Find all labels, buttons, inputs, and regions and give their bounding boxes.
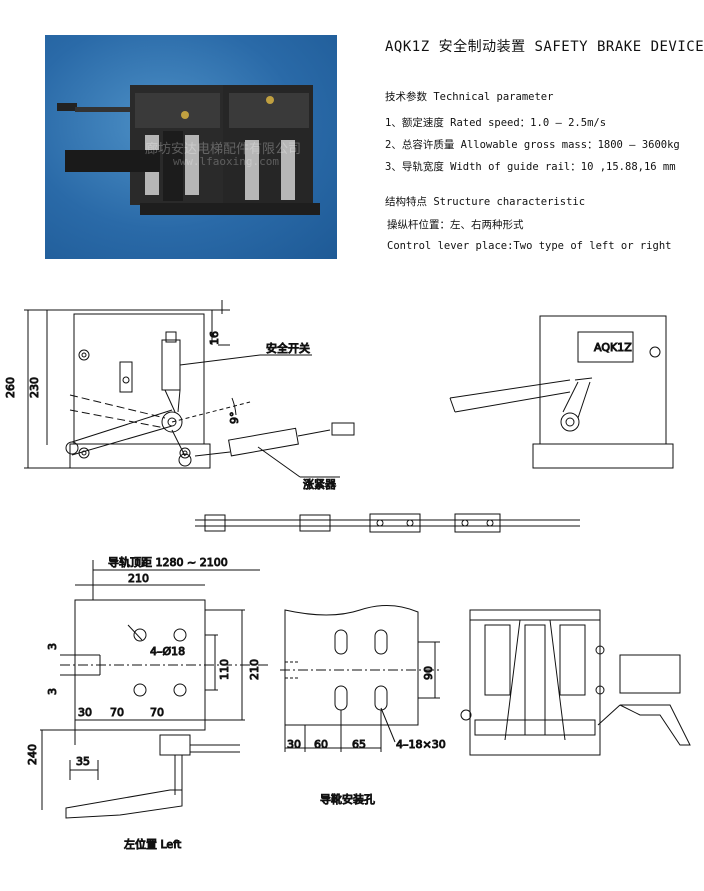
mount-dim-60: 60 [314,738,328,751]
dim-110: 110 [218,659,231,680]
mount-holes-callout: 4–18×30 [396,738,446,751]
param-item: 1、额定速度 Rated speed：1.0 – 2.5m/s [385,117,607,129]
product-photo: 廊坊安达电梯配件有限公司 www.lfaoxing.com [45,35,337,259]
dim-260: 260 [4,377,17,398]
rod-assembly [195,513,580,533]
page-title: AQK1Z 安全制动装置 SAFETY BRAKE DEVICE [385,39,704,55]
label-safety-switch: 安全开关 [266,341,310,355]
params-heading: 技术参数 Technical parameter [385,91,554,103]
plate-label: AQK1Z [594,341,632,354]
structure-line-en: Control lever place:Two type of left or … [387,240,672,252]
mount-dim-30: 30 [287,738,301,751]
rail-span: 导轨顶距 1280 ~ 2100 [108,555,228,569]
front-view-right [449,315,674,469]
dim-16: 16 [208,331,221,345]
dim-210-top: 210 [128,572,149,585]
brake-device-illustration [57,85,320,215]
dim-70-b: 70 [150,706,164,719]
front-view-left [24,300,355,478]
plan-view-left [40,560,270,819]
mounting-holes-view [280,605,440,752]
watermark-url: www.lfaoxing.com [173,155,279,168]
dim-240: 240 [26,744,39,765]
angle-9: 9° [228,412,241,425]
param-item: 2、总容许质量 Allowable gross mass：1800 – 3600… [385,139,680,151]
holes-callout: 4–Ø18 [150,645,185,658]
dim-35: 35 [76,755,90,768]
dim-70-a: 70 [110,706,124,719]
param-item: 3、导轨宽度 Width of guide rail：10 ,15.88,16 … [385,161,676,173]
caption-mount-holes: 导靴安装孔 [320,792,375,806]
label-tensioner: 涨紧器 [303,478,336,491]
mount-dim-65: 65 [352,738,366,751]
structure-line-cn: 操纵杆位置：左、右两种形式 [387,219,524,231]
mount-dim-90: 90 [422,666,435,680]
dim-210-side: 210 [248,659,261,680]
structure-heading: 结构特点 Structure characteristic [385,196,586,208]
dim-3-upper: 3 [46,643,59,650]
caption-left: 左位置 Left [124,837,182,851]
dim-3-lower: 3 [46,688,59,695]
side-assembly-view [460,609,691,756]
dim-30: 30 [78,706,92,719]
dim-230: 230 [28,377,41,398]
watermark-company: 廊坊安达电梯配件有限公司 [145,142,302,157]
